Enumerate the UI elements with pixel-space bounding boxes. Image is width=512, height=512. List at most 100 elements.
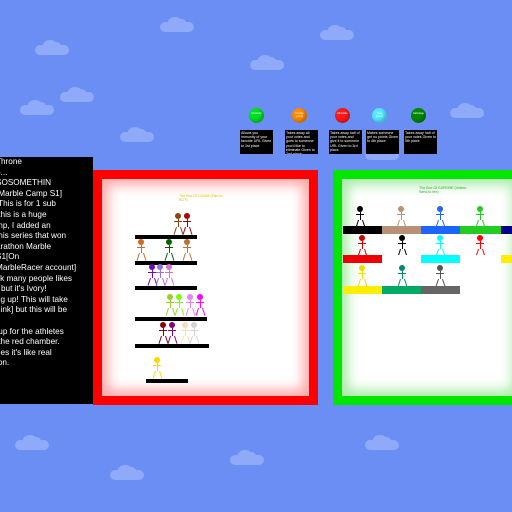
shelf [135,286,197,290]
stick-figure [155,264,165,286]
stick-figure [147,213,157,235]
narration-line: mp, I added an [0,220,51,230]
orb-label: Sabotage [413,112,424,115]
narration-line: this series that won [0,231,67,241]
stick-figure [152,357,162,379]
stick-figure [185,294,195,316]
stick-figure [180,322,190,344]
stick-figure [136,239,146,261]
stick-figure [195,294,205,316]
stick-figure [475,206,485,228]
rule-box: Takes away all your votes and goes to so… [285,130,318,154]
narration-line: Throne [0,157,22,166]
stick-figure [164,239,174,261]
score-bar [382,226,421,234]
cloud [110,465,144,480]
cloud [60,87,94,102]
stick-figure [357,235,367,257]
cloud [230,450,264,465]
narration-line: up for the athletes [0,326,64,336]
stick-figure [397,235,407,257]
score-bar [460,226,501,234]
shelf [135,261,197,265]
score-bar [421,255,460,263]
narration-line: SOSOMETHIN [0,178,52,188]
orb-immunity: Immunity [249,108,264,123]
score-bar [382,255,421,263]
green-chamber-title: The Box Of SAFEIRE (Voters: Send to fee) [419,186,467,195]
narration-line: [Marble Camp S1] [0,188,62,198]
orb-label: Double points [295,112,304,118]
orb-sabotage: Sabotage [411,108,426,123]
rule-box: Takes away half of your votes and give i… [329,130,362,154]
stick-figure [189,322,199,344]
narration-line: the red chamber. [0,337,60,347]
score-bar [382,286,421,294]
shelf [135,317,207,321]
score-bar [343,226,382,234]
shelf [146,379,188,383]
stick-figure [167,322,177,344]
stick-figure [475,235,485,257]
stick-figure [435,206,445,228]
stick-figure [475,265,485,287]
cloud [250,55,284,70]
rule-box: Takes away half of your votes Given to 5… [404,130,437,154]
rule-box: Allows you immunity of your favorite URL… [240,130,273,154]
orb-label: Immunity [251,112,262,115]
stick-figure [355,206,365,228]
stick-figure [165,294,175,316]
red-chamber-title: The Box Of DOOM (Elim to BOT) [179,194,223,203]
cloud [450,103,484,118]
score-bar [343,255,382,263]
narration-line: ion. [0,358,10,368]
stick-figure [173,213,183,235]
score-bar [460,255,501,263]
red-chamber: The Box Of DOOM (Elim to BOT) [93,170,318,405]
red-chamber-interior [102,179,309,396]
cloud [35,40,69,55]
shelf [135,235,197,239]
narration-line: this is a huge [0,209,47,219]
narration-line: arathon Marble [0,241,52,251]
cloud [160,17,194,32]
narration-line: r but it's Ivory! [0,284,47,294]
narration-line: ges it's like real [0,347,52,357]
score-bar [501,226,512,234]
narration-textbox: Throneo...SOSOMETHIN[Marble Camp S1] Thi… [0,157,93,404]
score-bar [343,286,382,294]
score-bar [501,255,512,263]
stick-figure [435,235,445,257]
orb-double: Double points [292,108,307,123]
narration-line: ng up! This will take [0,294,68,304]
orb-label: Eliminate [337,112,348,115]
narration-line: S1[On [0,252,20,262]
stick-figure [396,206,406,228]
stick-figure [182,213,192,235]
narration-line: MarbleRacer account] [0,262,77,272]
stick-figure [182,239,192,261]
narration-line: hink] but this will be [0,305,67,315]
cloud [320,25,354,40]
stick-figure [158,322,168,344]
cloud [365,435,399,450]
narration-line: ck many people likes [0,273,72,283]
score-bar [421,286,460,294]
stick-figure [147,264,157,286]
stick-figure [357,265,367,287]
cloud [20,100,54,115]
stick-figure [435,265,445,287]
score-bar [460,286,501,294]
narration-line: This is for 1 sub [0,199,56,209]
orb-give: Give points [372,108,387,123]
rule-box: Makes someone get no points Given to 4th… [366,130,399,154]
orb-eliminate: Eliminate [335,108,350,123]
shelf [135,344,209,348]
stick-figure [397,265,407,287]
narration-line [0,316,93,327]
score-bar [421,226,460,234]
stick-figure [174,294,184,316]
stick-figure [164,264,174,286]
narration-line: o... [0,167,8,177]
cloud [15,435,49,450]
